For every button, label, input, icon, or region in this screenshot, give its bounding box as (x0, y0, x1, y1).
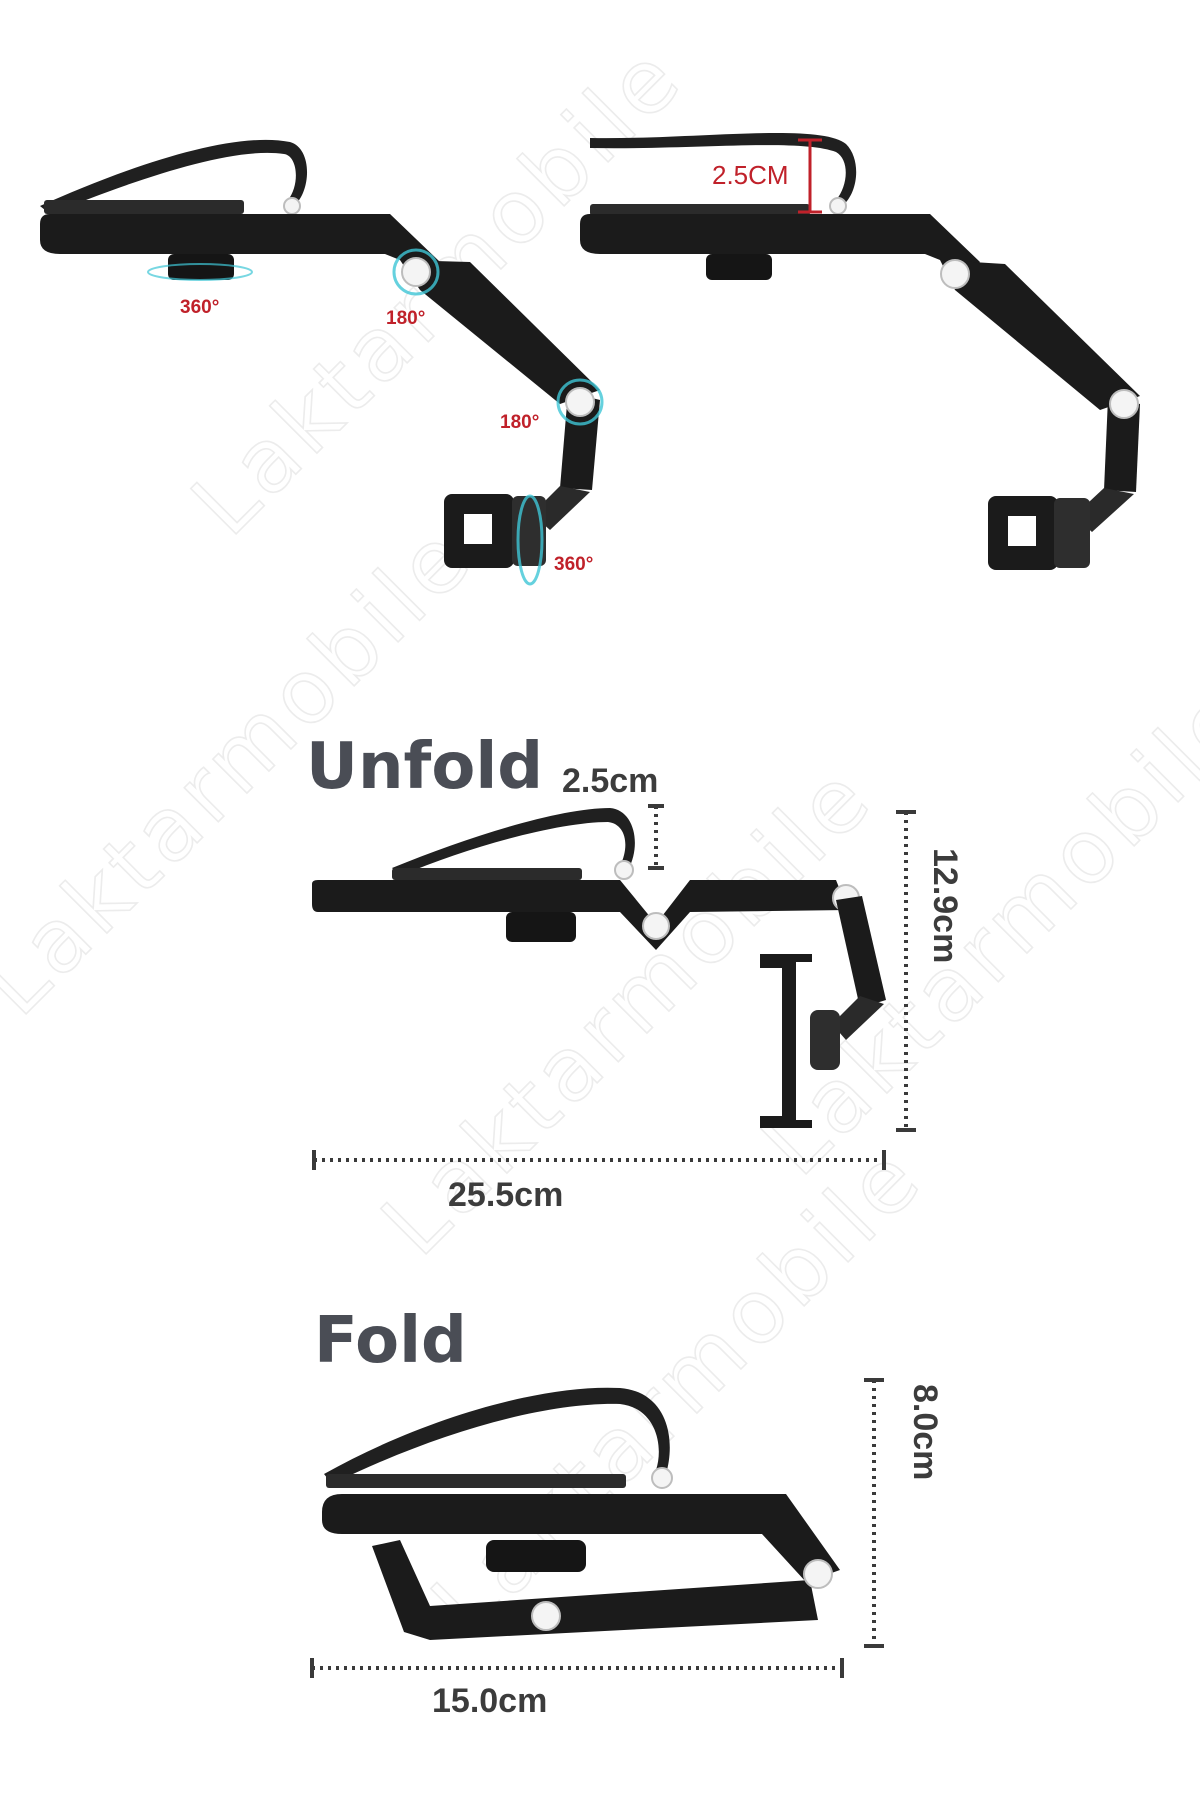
lower-arm (1104, 398, 1140, 492)
lower-joint-pin (565, 387, 595, 417)
clip-plate (392, 868, 582, 880)
holder-rotation-view: 360° 180° 180° 360° (40, 139, 604, 586)
ball-neck (832, 996, 884, 1040)
main-bar (580, 214, 980, 272)
rotation-label-head: 360° (554, 554, 593, 575)
ball-neck (532, 486, 590, 530)
visor-clip (392, 808, 635, 876)
base-knob (706, 254, 772, 280)
head-rotation-ring (516, 494, 544, 586)
visor-clip (590, 132, 857, 206)
outer-joint-pin (803, 1559, 833, 1589)
visor-clip (324, 1387, 670, 1484)
watermark-text: Laktarmobile (742, 664, 1200, 1195)
upper-arm (400, 260, 600, 404)
inner-joint-pin (531, 1601, 561, 1631)
clip-pin (829, 197, 847, 215)
main-bar (312, 880, 848, 950)
fold-height-label: 8.0cm (906, 1384, 944, 1480)
clip-pin (614, 860, 634, 880)
unfold-heading: Unfold (306, 730, 543, 804)
fold-section: Fold 8.0cm 15.0cm (310, 1304, 944, 1720)
lower-rotation-ring (556, 378, 604, 426)
head-window (1008, 516, 1036, 546)
unfold-clip-gap-label: 2.5cm (562, 762, 658, 800)
unfold-width-label: 25.5cm (448, 1176, 563, 1214)
clip-pin (651, 1467, 673, 1489)
base-rotation-ring (147, 263, 253, 281)
upper-joint-pin (940, 259, 970, 289)
head-window (464, 514, 492, 544)
upper-joint-pin (401, 257, 431, 287)
rotation-label-upper: 180° (386, 308, 425, 329)
main-bar (40, 214, 440, 272)
folded-arm (372, 1540, 818, 1640)
clip-plate (326, 1474, 626, 1488)
base-knob (486, 1540, 586, 1572)
fold-width-label: 15.0cm (432, 1682, 547, 1720)
head-knob (1054, 498, 1090, 568)
lower-arm (560, 392, 600, 490)
holder-clip-view: 2.5CM (580, 132, 1140, 570)
unfold-height-label: 12.9cm (926, 848, 964, 963)
clip-gap-label: 2.5CM (712, 160, 789, 190)
unfold-section: Unfold 2.5cm 12.9cm 25.5cm (306, 730, 964, 1214)
main-bar (322, 1494, 840, 1582)
rotation-label-lower: 180° (500, 412, 539, 433)
fold-heading: Fold (314, 1304, 467, 1378)
upper-arm (940, 260, 1140, 410)
clip-plate (44, 200, 244, 214)
v-joint-pin (642, 912, 670, 940)
base-knob (506, 912, 576, 942)
clip-plate (590, 204, 810, 216)
phone-cradle (760, 954, 812, 1128)
upper-rotation-ring (392, 248, 440, 296)
down-arm (836, 896, 886, 1008)
base-knob (168, 254, 234, 280)
lower-joint-pin (1109, 389, 1139, 419)
clip-pin (283, 197, 301, 215)
rotation-label-base: 360° (180, 297, 219, 318)
cradle-knob (810, 1010, 840, 1070)
